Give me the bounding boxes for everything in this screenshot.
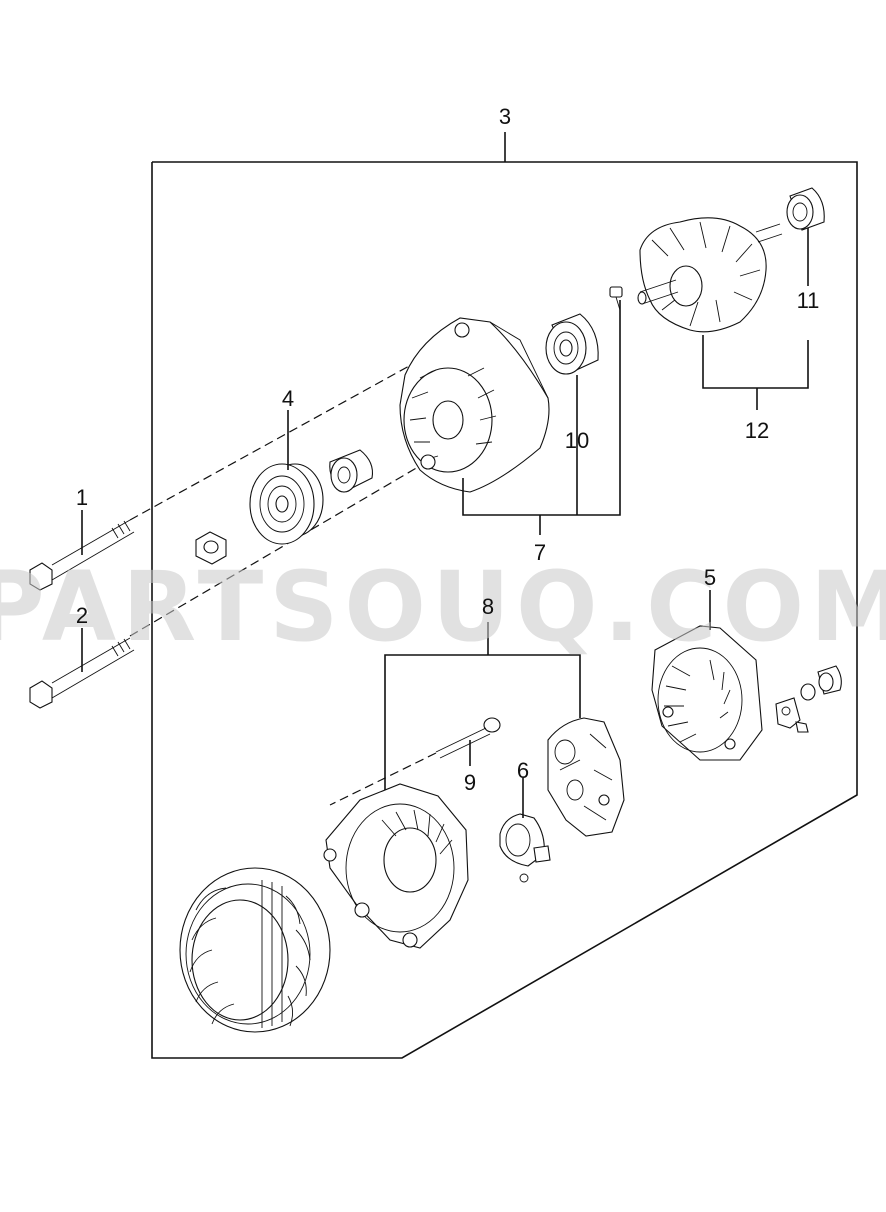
- callout-1[interactable]: 1: [76, 485, 88, 510]
- rotor-assembly[interactable]: [637, 217, 783, 333]
- regulator-part-8[interactable]: [547, 717, 625, 837]
- callout-7[interactable]: 7: [534, 540, 546, 565]
- alignment-lines: [129, 359, 437, 806]
- callout-2[interactable]: 2: [76, 603, 88, 628]
- bearing-part-11[interactable]: [786, 187, 825, 231]
- rear-cover-part-5[interactable]: [651, 625, 763, 761]
- callout-4[interactable]: 4: [282, 386, 294, 411]
- assembly-frame: [151, 132, 858, 1059]
- stator[interactable]: [179, 867, 331, 1033]
- clamp-part-6[interactable]: [499, 813, 551, 883]
- spacer-collar[interactable]: [329, 449, 374, 493]
- callout-12[interactable]: 12: [745, 418, 769, 443]
- callout-11[interactable]: 11: [797, 288, 820, 313]
- drive-end-housing[interactable]: [399, 317, 550, 493]
- callout-6[interactable]: 6: [517, 758, 529, 783]
- callout-10[interactable]: 10: [565, 428, 589, 453]
- callout-5[interactable]: 5: [704, 565, 716, 590]
- callout-8[interactable]: 8: [482, 594, 494, 619]
- terminal-connector[interactable]: [775, 697, 809, 733]
- callout-3[interactable]: 3: [499, 104, 511, 129]
- washer-and-bushing[interactable]: [800, 665, 842, 701]
- callout-9[interactable]: 9: [464, 770, 476, 795]
- callout-labels: 1 2 3 4 5 6 7 8 9 10 11 12: [76, 104, 820, 795]
- bearing-part-10[interactable]: [545, 313, 599, 375]
- pulley-part-4[interactable]: [249, 463, 324, 545]
- bolt-part-9[interactable]: [435, 717, 501, 759]
- bolt-part-2[interactable]: [29, 637, 135, 709]
- nut[interactable]: [195, 531, 227, 565]
- bolt-part-1[interactable]: [29, 519, 135, 591]
- watermark: PARTSOUQ.COM: [0, 551, 886, 663]
- leader-lines: [81, 228, 809, 818]
- slip-ring-end-housing[interactable]: [323, 783, 469, 949]
